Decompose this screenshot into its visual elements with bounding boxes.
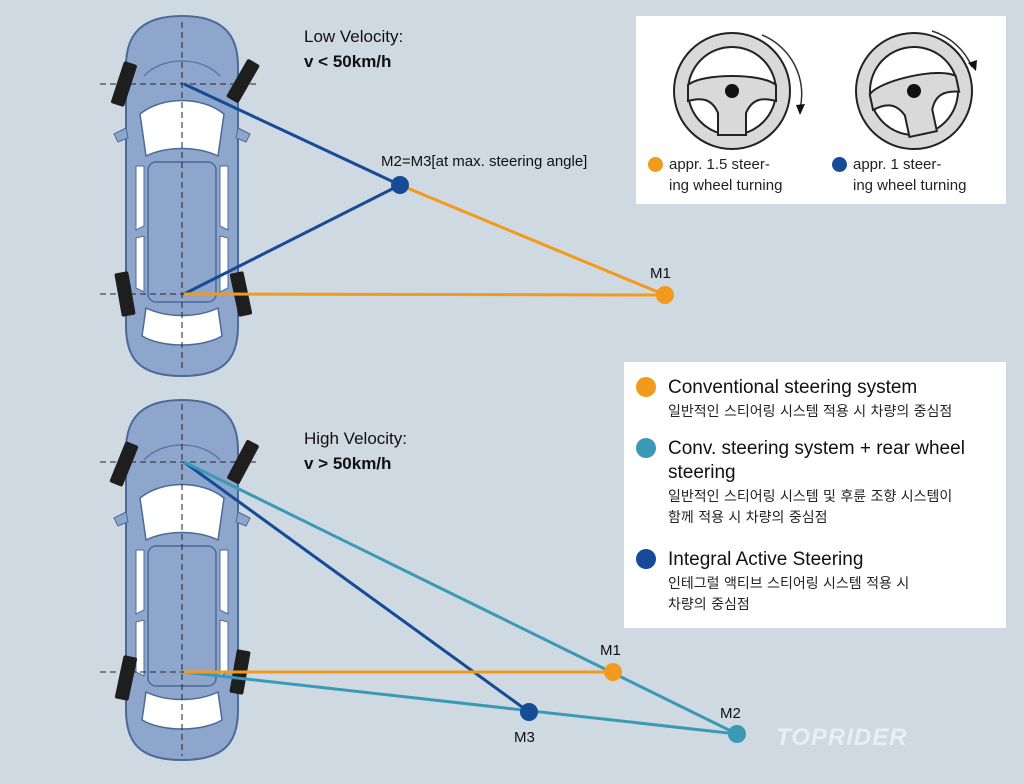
watermark: TOPRIDER bbox=[776, 724, 908, 751]
m2-m3-low-point bbox=[391, 176, 409, 194]
wheel-caption-text: appr. 1 steer- ing wheel turning bbox=[853, 156, 967, 194]
high-velocity-condition: v > 50km/h bbox=[304, 454, 391, 473]
wheel-caption-conventional: appr. 1.5 steer- ing wheel turning bbox=[648, 154, 782, 196]
orange-dot-icon bbox=[648, 157, 663, 172]
rear-left-tire bbox=[114, 655, 138, 701]
legend-panel: Conventional steering system 일반적인 스티어링 시… bbox=[624, 362, 1006, 628]
steering-wheel-icon bbox=[673, 32, 805, 150]
steering-wheel-icon bbox=[855, 32, 973, 150]
legend-subtitle: 인테그럴 액티브 스티어링 시스템 적용 시 차량의 중심점 bbox=[668, 576, 910, 613]
m2-m3-label: M2=M3[at max. steering angle] bbox=[381, 153, 587, 170]
low-velocity-heading: Low Velocity: bbox=[304, 27, 403, 46]
m1-low-point bbox=[656, 286, 674, 304]
car-low-velocity bbox=[100, 15, 260, 377]
navy-dot-icon bbox=[636, 549, 656, 569]
m1-high-point bbox=[604, 663, 622, 681]
front-left-tire bbox=[109, 441, 139, 487]
car-high-velocity bbox=[100, 399, 260, 761]
m3-high-point bbox=[520, 703, 538, 721]
legend-subtitle: 일반적인 스티어링 시스템 및 후륜 조향 시스템이 함께 적용 시 차량의 중… bbox=[668, 489, 953, 526]
low-velocity-steering-lines bbox=[183, 82, 674, 304]
legend-title: Conventional steering system bbox=[668, 377, 918, 398]
wheel-caption-text: appr. 1.5 steer- ing wheel turning bbox=[669, 156, 783, 194]
m1-high-label: M1 bbox=[600, 642, 621, 659]
m2-high-point bbox=[728, 725, 746, 743]
wheel-caption-active: appr. 1 steer- ing wheel turning bbox=[832, 154, 966, 196]
legend-subtitle: 일반적인 스티어링 시스템 적용 시 차량의 중심점 bbox=[668, 404, 953, 420]
orange-dot-icon bbox=[636, 377, 656, 397]
low-velocity-condition: v < 50km/h bbox=[304, 52, 391, 71]
teal-dot-icon bbox=[636, 438, 656, 458]
steering-wheel-panel: appr. 1.5 steer- ing wheel turning appr.… bbox=[636, 16, 1006, 204]
legend-title: Conv. steering system + rear wheel steer… bbox=[668, 438, 965, 483]
high-velocity-steering-lines bbox=[183, 460, 746, 743]
legend-item-rear-wheel: Conv. steering system + rear wheel steer… bbox=[636, 437, 965, 529]
legend-item-integral: Integral Active Steering 인테그럴 액티브 스티어링 시… bbox=[636, 548, 909, 616]
m3-high-label: M3 bbox=[514, 729, 535, 746]
navy-dot-icon bbox=[832, 157, 847, 172]
legend-title: Integral Active Steering bbox=[668, 549, 864, 570]
front-right-tire bbox=[226, 59, 260, 103]
high-velocity-heading: High Velocity: bbox=[304, 429, 407, 448]
legend-item-conventional: Conventional steering system 일반적인 스티어링 시… bbox=[636, 376, 952, 423]
m2-high-label: M2 bbox=[720, 705, 741, 722]
m1-low-label: M1 bbox=[650, 265, 671, 282]
